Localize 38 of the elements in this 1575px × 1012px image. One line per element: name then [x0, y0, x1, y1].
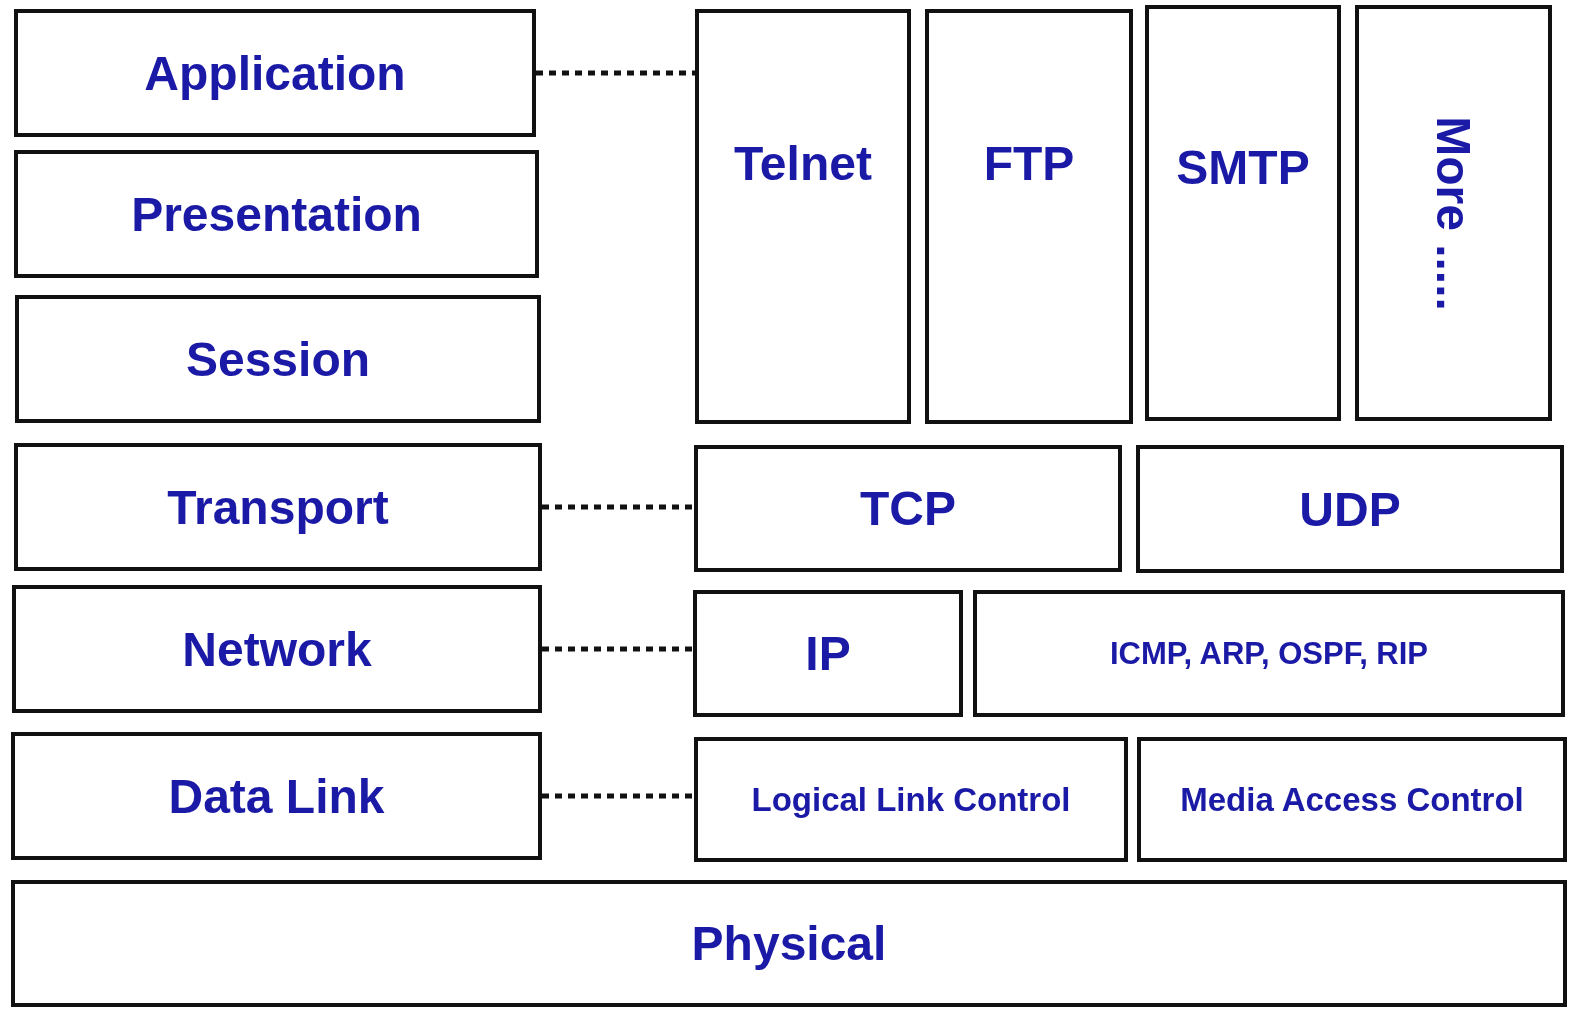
layer-box: [1145, 5, 1341, 421]
layer-box: [925, 9, 1133, 424]
layer-label: UDP: [1299, 481, 1401, 537]
layer-box: [15, 295, 541, 423]
layer-box: [1137, 737, 1567, 862]
layer-label: Transport: [167, 479, 389, 535]
dotted-connector: [542, 646, 693, 652]
layer-box: [11, 732, 542, 860]
dotted-connector: [542, 504, 694, 510]
layer-label: SMTP: [1176, 140, 1310, 196]
dotted-connector: [542, 793, 694, 799]
layer-label: FTP: [983, 136, 1075, 192]
layer-label: ICMP, ARP, OSPF, RIP: [1109, 635, 1429, 672]
layer-label: Network: [182, 621, 372, 677]
layer-box: [14, 9, 536, 137]
layer-box: [1136, 445, 1564, 573]
layer-label: Application: [144, 45, 406, 101]
layer-label: Telnet: [734, 136, 872, 192]
layer-label: Physical: [691, 916, 887, 971]
layer-label: Logical Link Control: [751, 780, 1071, 819]
layer-box: [693, 590, 963, 717]
layer-box: [1355, 5, 1552, 421]
layer-label: Session: [185, 331, 371, 387]
layer-box: [14, 443, 542, 571]
layer-box: [12, 585, 542, 713]
layer-label: TCP: [860, 481, 956, 536]
layer-box: [694, 445, 1122, 572]
layer-box: [695, 9, 911, 424]
layer-box: [973, 590, 1565, 717]
layer-label: Media Access Control: [1180, 780, 1524, 819]
layer-label: Data Link: [168, 768, 385, 824]
layer-box: [14, 150, 539, 278]
layer-label: More .....: [1426, 115, 1481, 311]
layer-box: [11, 880, 1567, 1007]
layer-label: Presentation: [131, 186, 422, 242]
dotted-connector: [536, 70, 695, 76]
layer-box: [694, 737, 1128, 862]
layer-label: IP: [805, 626, 851, 681]
